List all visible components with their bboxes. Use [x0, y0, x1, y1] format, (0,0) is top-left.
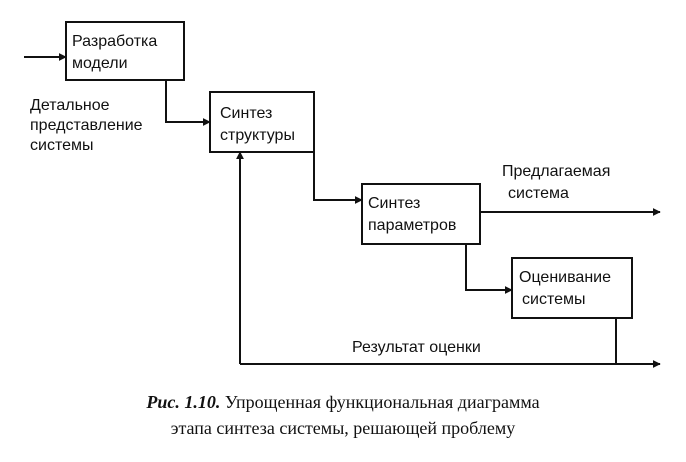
model-development-label-1: Разработка [72, 33, 157, 50]
model-to-structure-arrow [165, 80, 211, 126]
parameter-synthesis-label-2: параметров [368, 217, 456, 234]
system-evaluation-block [511, 257, 633, 319]
proposed-system-label-2: система [508, 185, 569, 202]
figure-number: Рис. 1.10. [146, 392, 221, 412]
system-evaluation-label-2: системы [522, 291, 585, 308]
system-evaluation-label-1: Оценивание [519, 269, 611, 286]
parameters-to-evaluation-arrow [465, 244, 513, 294]
model-development-block [65, 21, 185, 81]
figure-caption-line-2: этапа синтеза системы, решающей проблему [170, 418, 516, 438]
structure-to-parameters-arrow [313, 152, 363, 204]
parameter-synthesis-label-1: Синтез [368, 195, 420, 212]
structure-synthesis-label-1: Синтез [220, 105, 272, 122]
model-development-label-2: модели [72, 55, 128, 72]
parameter-synthesis-block [361, 183, 481, 245]
figure-caption-text-1: Упрощенная функциональная диаграмма [224, 392, 540, 412]
detailed-representation-label-2: представление [30, 117, 143, 134]
figure-caption-line-1: Рис. 1.10. Упрощенная функциональная диа… [0, 392, 686, 413]
detailed-representation-label-1: Детальное [30, 97, 110, 114]
detailed-representation-label-3: системы [30, 137, 93, 154]
proposed-system-label-1: Предлагаемая [502, 163, 610, 180]
evaluation-result-label: Результат оценки [352, 339, 481, 356]
structure-synthesis-label-2: структуры [220, 127, 295, 144]
structure-synthesis-block [209, 91, 315, 153]
